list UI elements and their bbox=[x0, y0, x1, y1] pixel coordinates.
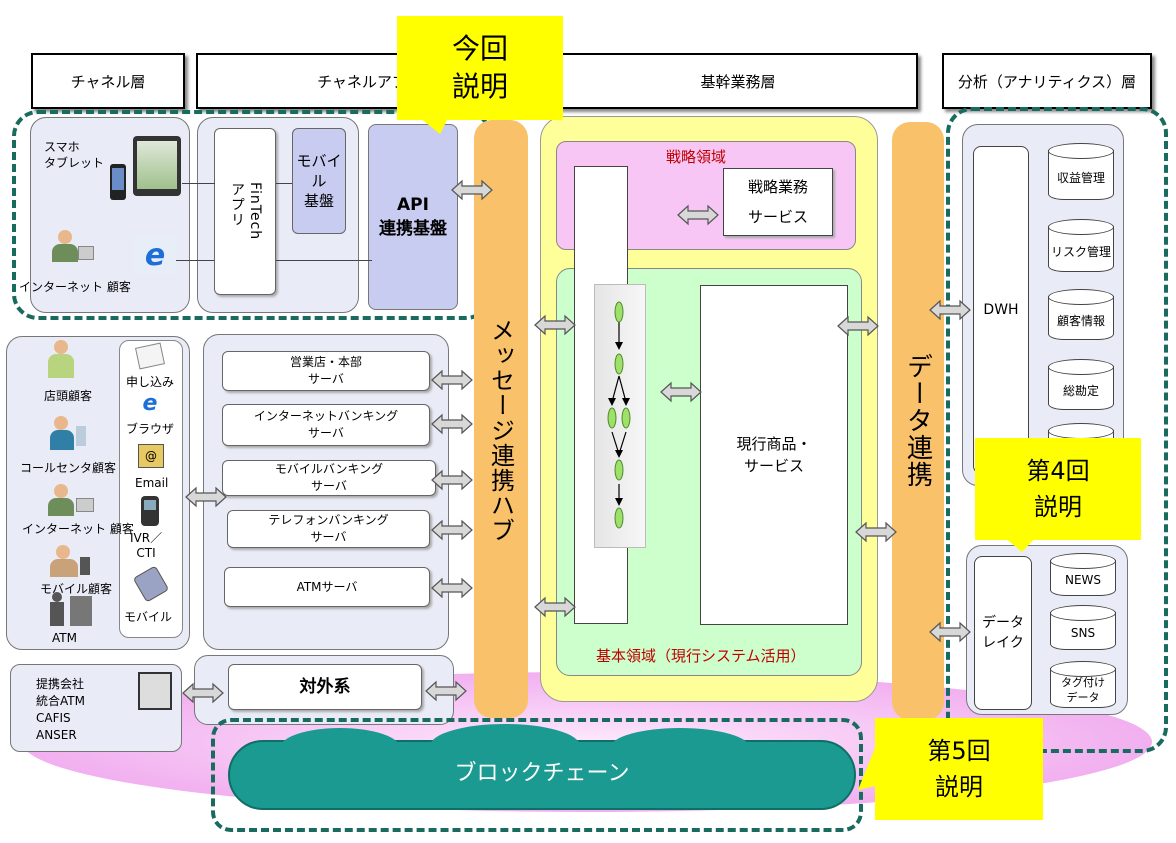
api-platform-box: API 連携基盤 bbox=[368, 124, 458, 310]
database-cylinder: 収益管理 bbox=[1048, 150, 1114, 200]
current-services-box: 現行商品・ サービス bbox=[700, 285, 848, 625]
data-link-bar bbox=[892, 122, 944, 720]
internet-customer-icon bbox=[46, 484, 96, 518]
database-label: 顧客情報 bbox=[1056, 314, 1105, 328]
database-top bbox=[1048, 359, 1114, 375]
database-label: 収益管理 bbox=[1056, 171, 1105, 185]
cloud-bump bbox=[280, 728, 400, 768]
mobile-platform-box: モバイル 基盤 bbox=[292, 128, 346, 234]
channel-label: Email bbox=[135, 476, 169, 490]
server-box: ATMサーバ bbox=[224, 567, 430, 607]
smartphone-icon bbox=[110, 164, 126, 200]
header-analytics-layer: 分析（アナリティクス）層 bbox=[942, 53, 1152, 109]
database-top bbox=[1048, 143, 1114, 159]
connector-line bbox=[176, 260, 214, 261]
fifth-explanation-region bbox=[211, 718, 863, 832]
message-hub-label: メッセージ連携ハブ bbox=[486, 317, 515, 543]
message-hub-bar bbox=[474, 120, 528, 718]
server-box: 営業店・本部 サーバ bbox=[222, 351, 430, 391]
person-at-pc-icon bbox=[44, 230, 94, 270]
current-explanation-callout: 今回 説明 bbox=[397, 16, 563, 120]
fintech-app-box: FinTech アプリ bbox=[214, 128, 276, 295]
server-box: モバイルバンキング サーバ bbox=[222, 460, 436, 496]
database-label: リスク管理 bbox=[1050, 245, 1111, 259]
header-core-layer: 基幹業務層 bbox=[558, 53, 918, 109]
cloud-bump bbox=[610, 728, 750, 768]
strategic-domain-label: 戦略領域 bbox=[666, 148, 727, 166]
channel-label: IVR／ CTI bbox=[130, 531, 163, 560]
process-flow-diagram bbox=[607, 301, 631, 529]
external-system-box: 対外系 bbox=[228, 664, 422, 710]
database-label: NEWS bbox=[1064, 572, 1102, 587]
partners-label: 提携会社 統合ATM CAFIS ANSER bbox=[36, 677, 85, 742]
connector-line bbox=[182, 183, 215, 184]
cloud-bump bbox=[430, 724, 580, 768]
browser-icon: e bbox=[142, 390, 158, 416]
internet-customer-top-label: インターネット 顧客 bbox=[19, 280, 131, 294]
server-box: テレフォンバンキング サーバ bbox=[227, 510, 430, 548]
call-center-customer-icon bbox=[50, 416, 90, 452]
blockchain-label: ブロックチェーン bbox=[454, 761, 630, 786]
dwh-box: DWH bbox=[973, 146, 1029, 474]
basic-domain-label: 基本領域（現行システム活用） bbox=[596, 647, 806, 665]
database-cylinder: 顧客情報 bbox=[1048, 296, 1114, 340]
channel-label: ブラウザ bbox=[126, 422, 175, 436]
channel-label: モバイル bbox=[124, 610, 173, 624]
data-lake-box: データ レイク bbox=[974, 556, 1032, 710]
database-top bbox=[1050, 553, 1116, 569]
server-box: インターネットバンキング サーバ bbox=[222, 404, 430, 446]
customer-label: インターネット 顧客 bbox=[22, 522, 134, 536]
customer-label: 店頭顧客 bbox=[44, 389, 93, 403]
header-channel-layer: チャネル層 bbox=[31, 53, 185, 109]
database-label: 総勘定 bbox=[1062, 384, 1099, 398]
mobile-customer-icon bbox=[48, 545, 94, 579]
database-top bbox=[1050, 605, 1116, 621]
ivr-phone-icon bbox=[141, 496, 159, 526]
database-label: SNS bbox=[1070, 625, 1096, 640]
atm-customer-icon bbox=[48, 592, 96, 626]
connector-line bbox=[276, 183, 292, 184]
tablet-icon bbox=[133, 136, 181, 196]
fourth-explanation-callout: 第4回 説明 bbox=[975, 438, 1141, 540]
customer-label: ATM bbox=[52, 631, 77, 645]
strategic-service-box: 戦略業務 サービス bbox=[723, 168, 833, 236]
fourth-explanation-region bbox=[946, 107, 1168, 753]
database-label: タグ付け データ bbox=[1061, 675, 1105, 704]
database-top bbox=[1050, 661, 1116, 677]
fifth-explanation-callout: 第5回 説明 bbox=[875, 718, 1043, 820]
channel-label: 申し込み bbox=[126, 375, 175, 389]
connector-line bbox=[276, 260, 372, 261]
database-top bbox=[1048, 289, 1114, 305]
smartphone-tablet-label: スマホ タブレット bbox=[44, 140, 105, 170]
store-customer-icon bbox=[48, 340, 74, 380]
data-link-label: データ連携 bbox=[902, 352, 933, 488]
database-top bbox=[1048, 219, 1114, 235]
network-terminal-icon bbox=[138, 672, 172, 710]
ie-browser-icon: e bbox=[134, 236, 176, 274]
email-icon: @ bbox=[138, 444, 164, 468]
fintech-app-label: FinTech アプリ bbox=[229, 182, 263, 241]
customer-label: コールセンタ顧客 bbox=[20, 461, 117, 475]
